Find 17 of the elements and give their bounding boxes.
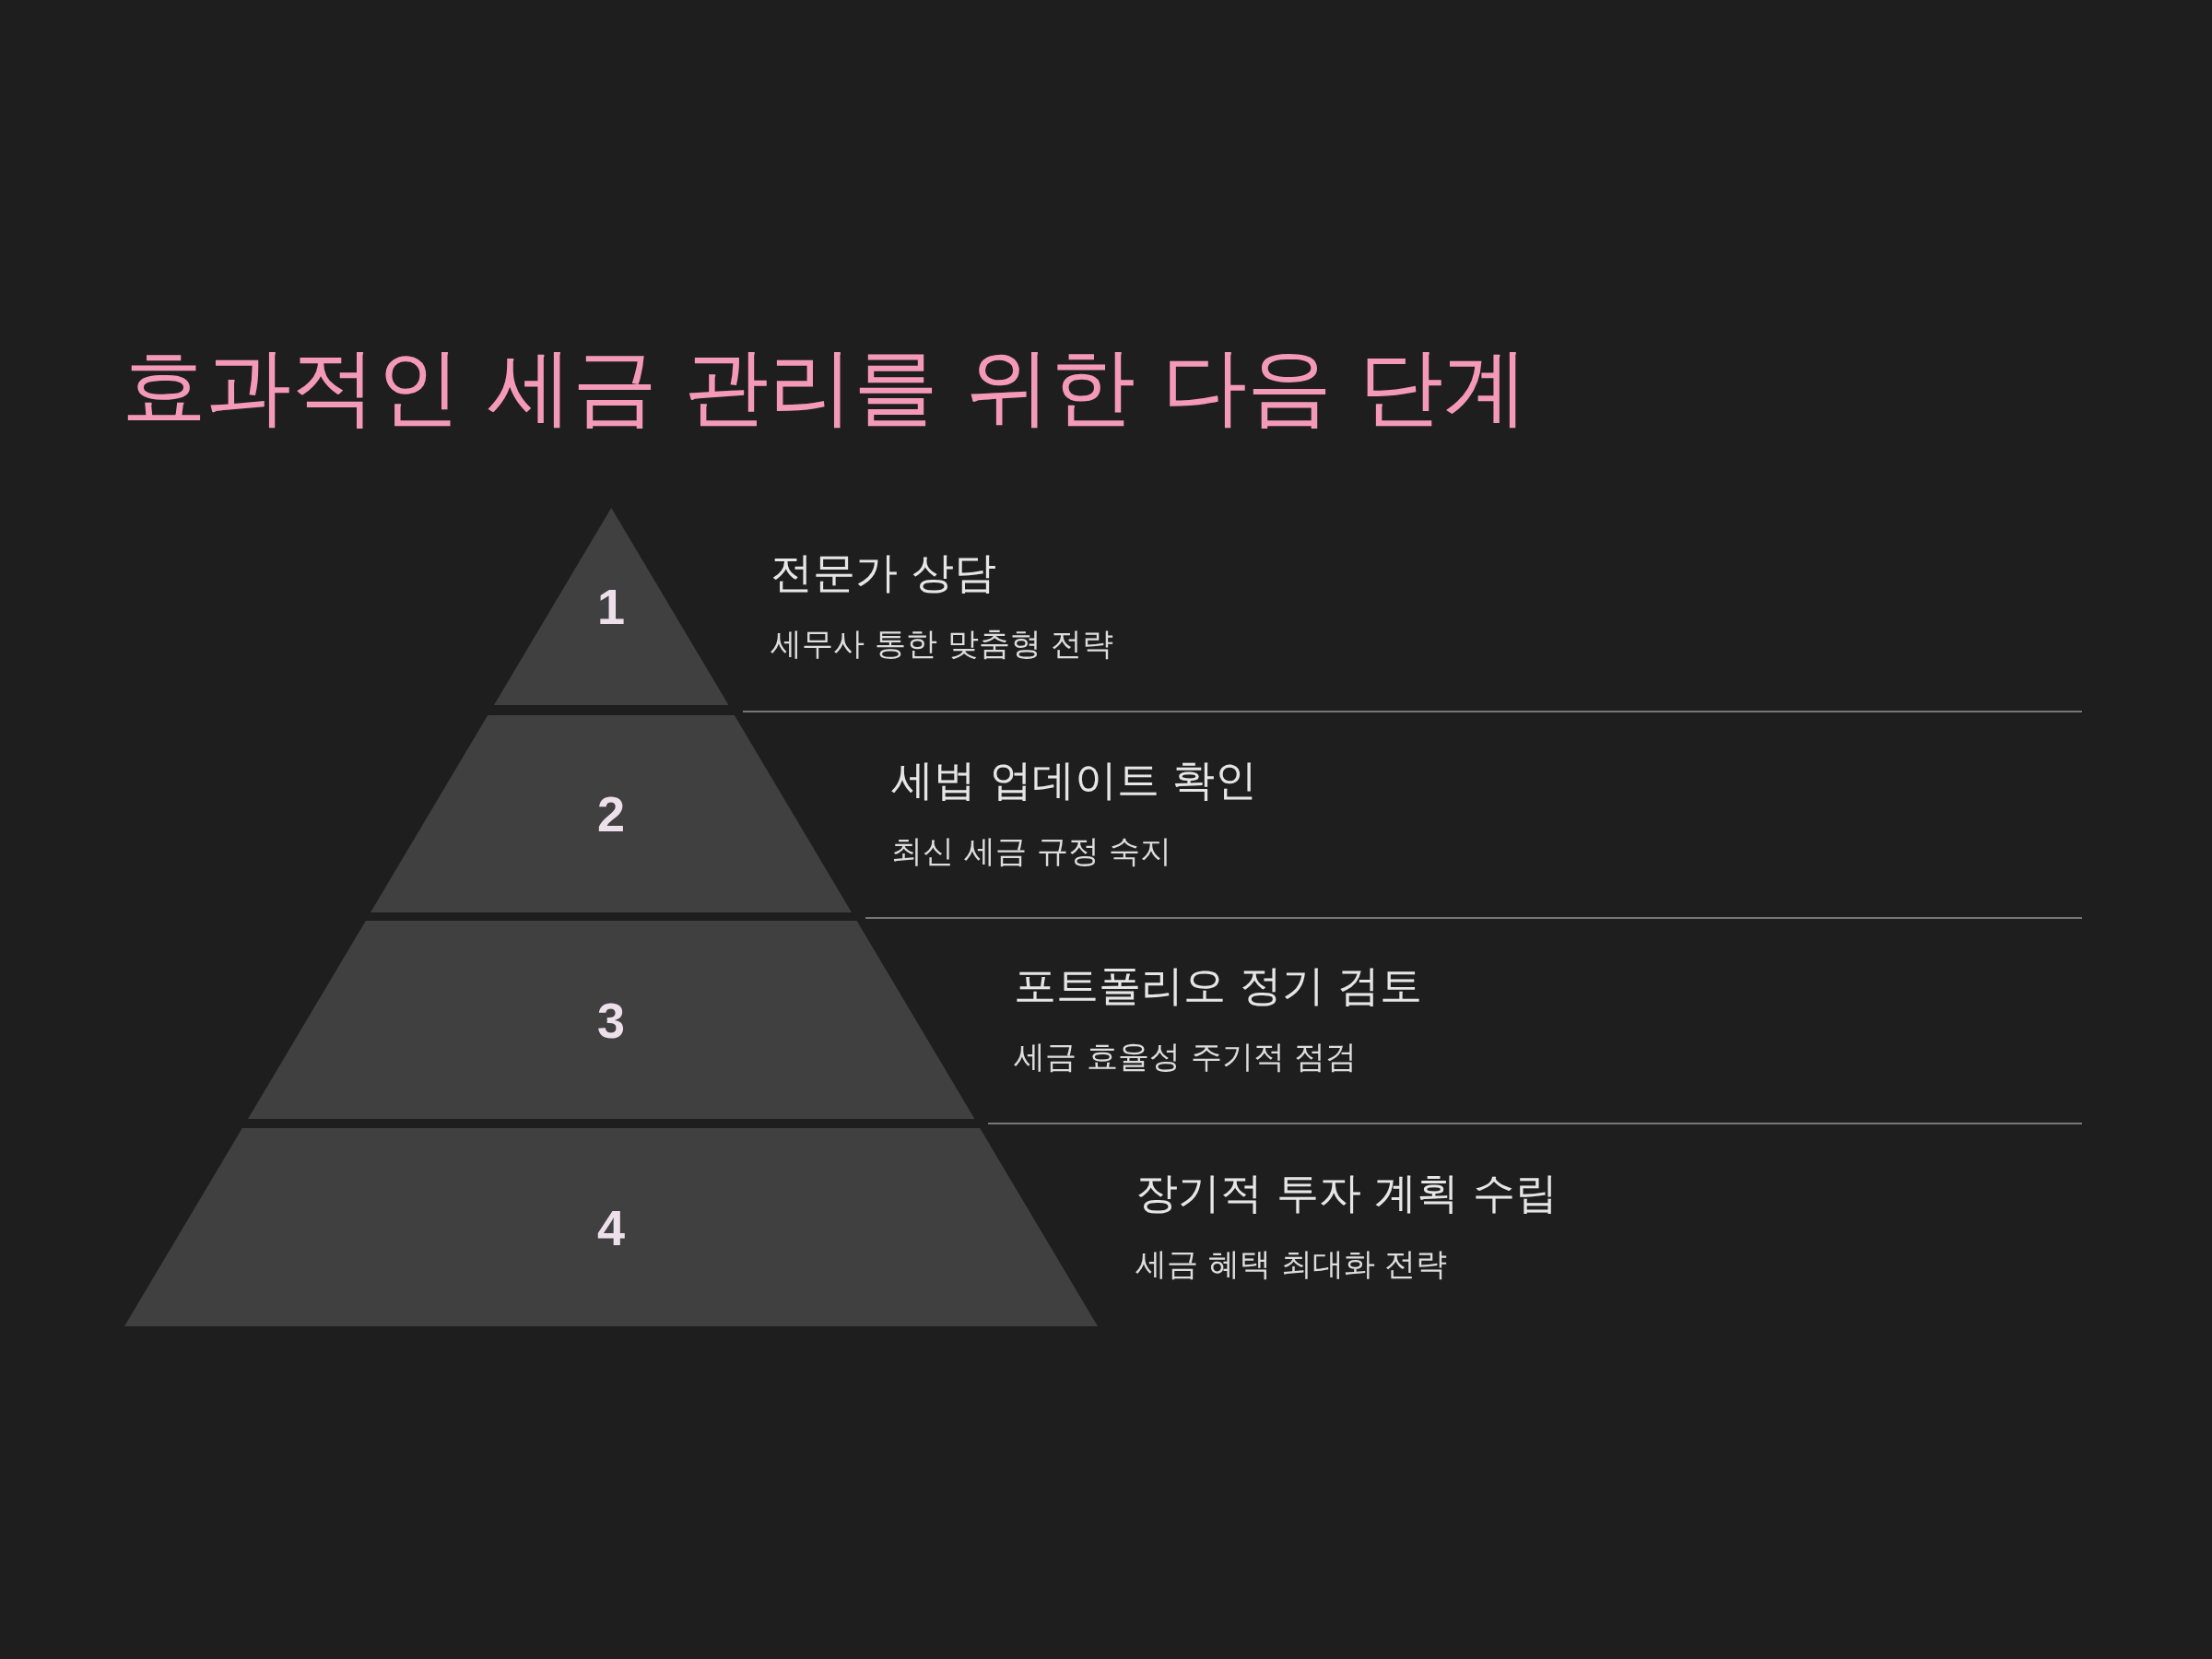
step-number: 2 bbox=[596, 785, 625, 842]
step-number: 3 bbox=[596, 991, 625, 1049]
pyramid-tier bbox=[493, 508, 729, 705]
title: 효과적인 세금 관리를 위한 다음 단계 bbox=[122, 336, 1529, 438]
step-number: 4 bbox=[597, 1198, 625, 1256]
step-heading: 장기적 투자 계획 수립 bbox=[1135, 1167, 1558, 1219]
pyramid-tier bbox=[124, 1128, 1098, 1326]
step-description: 최신 세금 규정 숙지 bbox=[891, 831, 1172, 871]
step-description: 세금 효율성 주기적 점검 bbox=[1014, 1037, 1358, 1077]
step-heading: 세법 업데이트 확인 bbox=[891, 754, 1258, 806]
step-heading: 포트폴리오 정기 검토 bbox=[1014, 959, 1423, 1012]
pyramid-tier bbox=[247, 921, 975, 1119]
step-number: 1 bbox=[596, 578, 625, 635]
step-heading: 전문가 상담 bbox=[771, 547, 996, 599]
pyramid-tier bbox=[370, 715, 852, 912]
step-description: 세무사 통한 맞춤형 전략 bbox=[771, 624, 1114, 664]
step-description: 세금 혜택 최대화 전략 bbox=[1135, 1244, 1448, 1284]
